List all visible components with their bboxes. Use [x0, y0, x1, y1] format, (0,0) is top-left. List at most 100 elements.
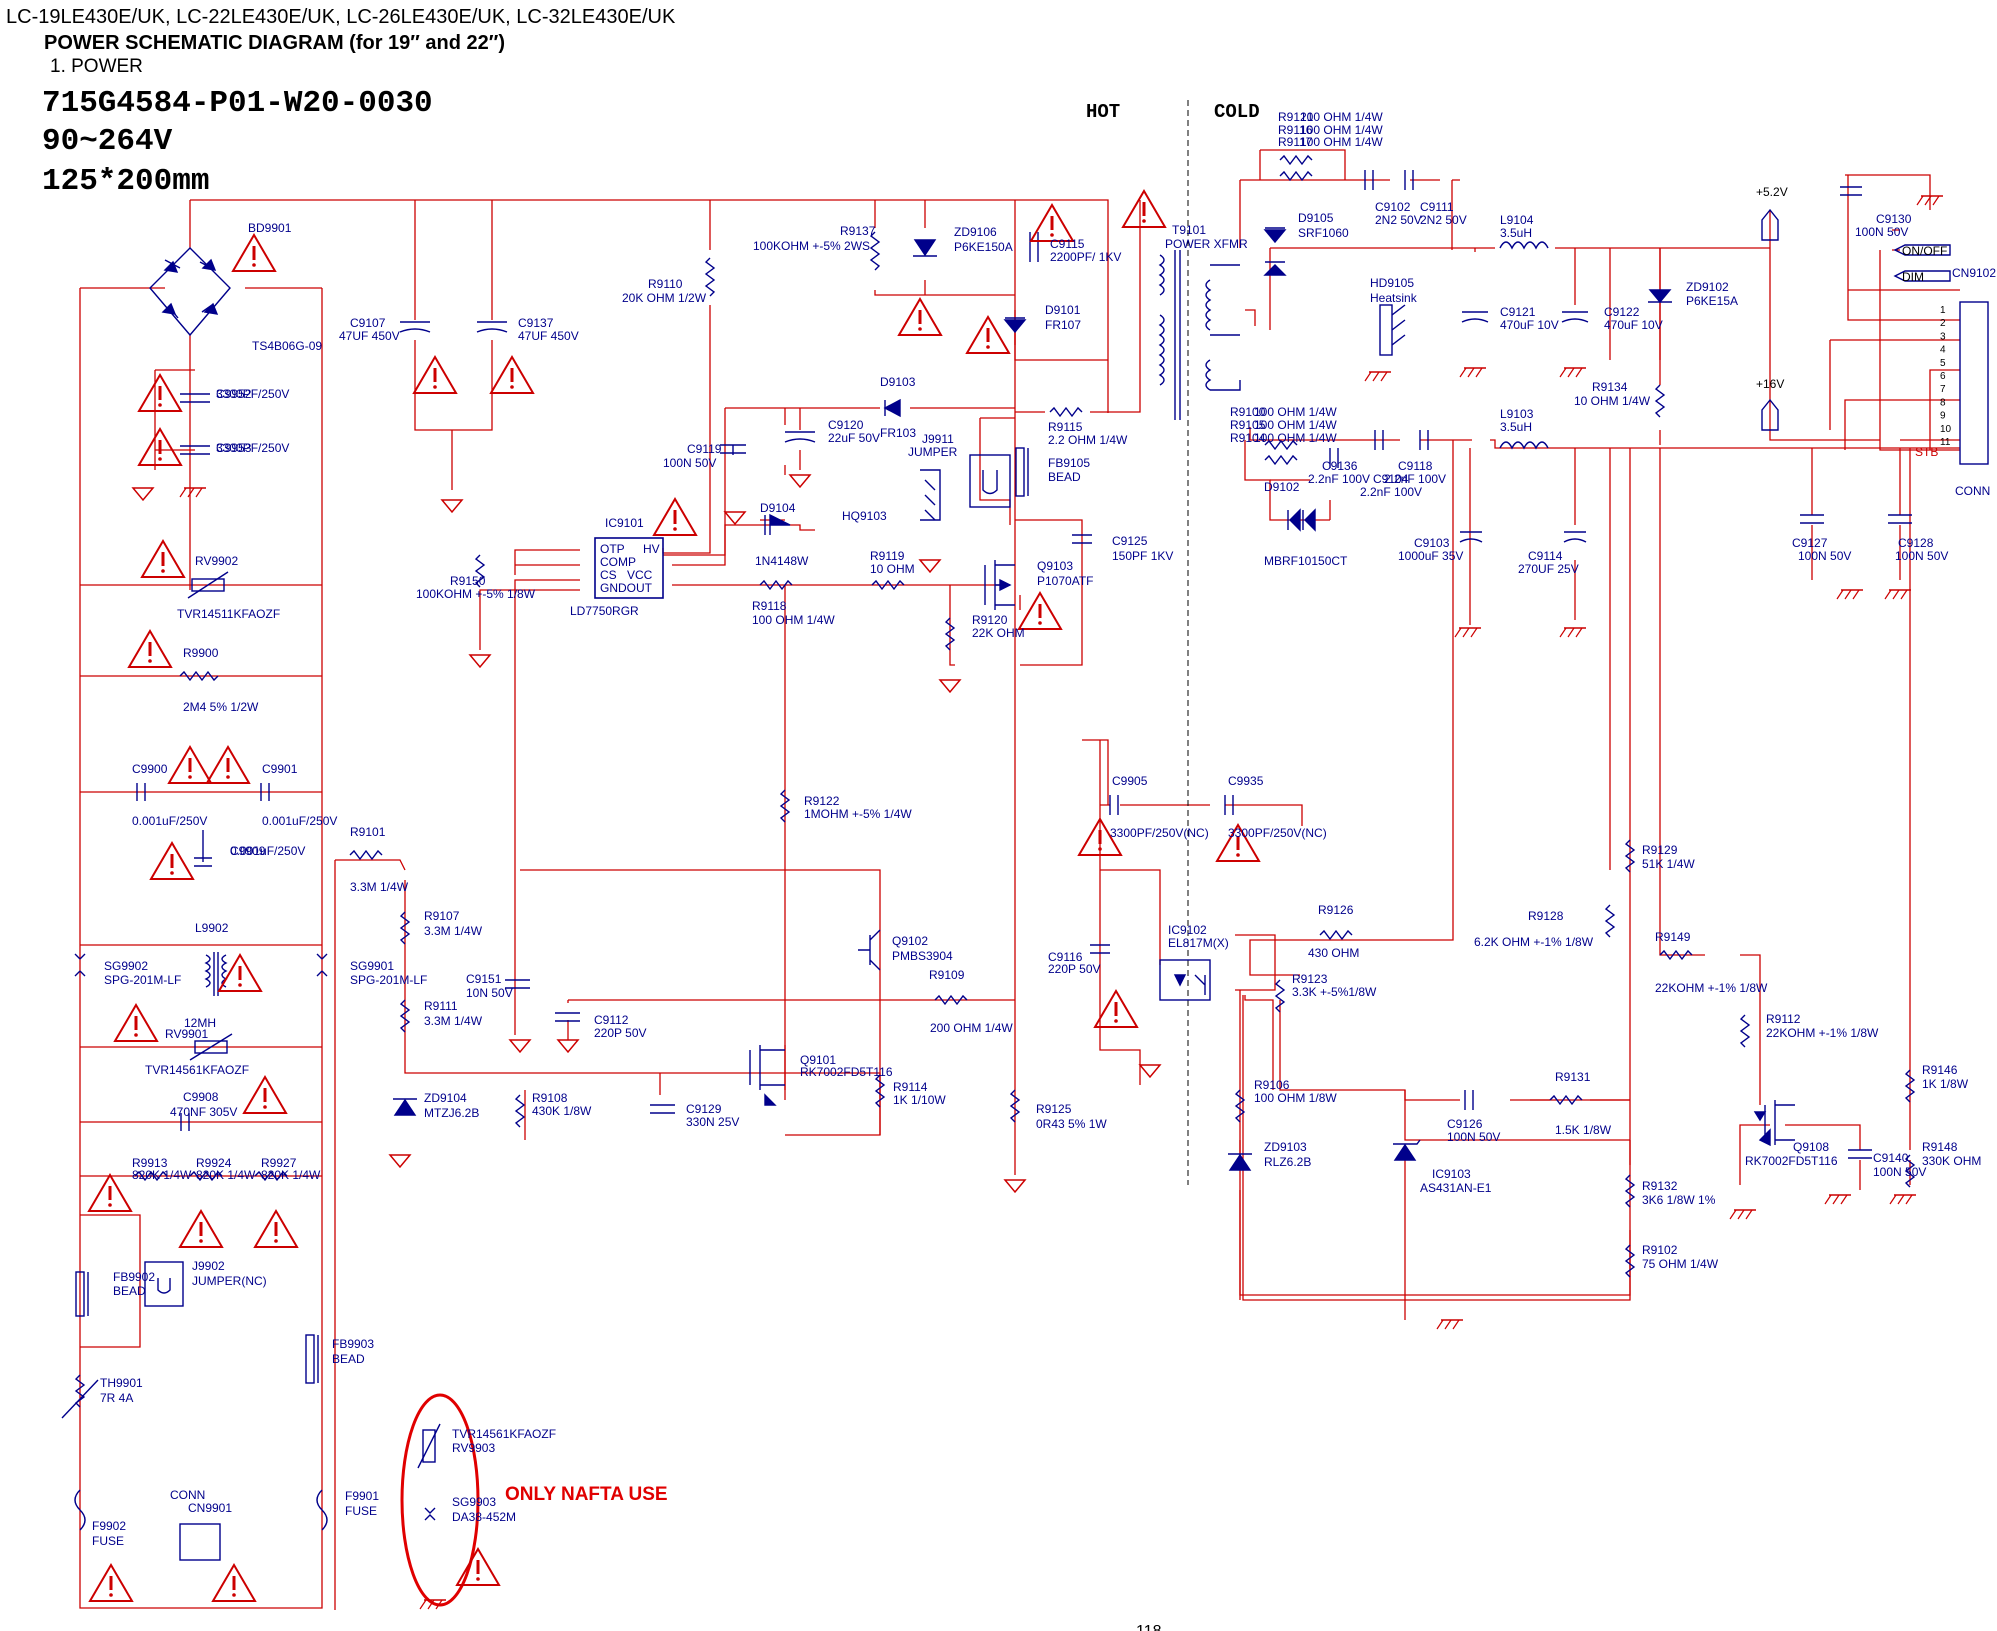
r9109-value: 200 OHM 1/4W [930, 1021, 1013, 1035]
cn9102-pin-9: 9 [1940, 411, 1946, 422]
r9122-value: 1MOHM +-5% 1/4W [804, 807, 912, 821]
c9128-ref: C9128 [1898, 536, 1934, 550]
d9103-value: FR103 [880, 426, 916, 440]
c9130-ref: C9130 [1876, 212, 1912, 226]
r9116-value: 100 OHM 1/4W [1300, 123, 1383, 137]
r9119-ref: R9119 [870, 549, 905, 563]
c9935-ref: C9935 [1228, 774, 1264, 788]
r9125-ref: R9125 [1036, 1102, 1072, 1116]
c9908-ref: C9908 [183, 1090, 219, 1104]
c9909-ref: C9909 [230, 844, 266, 858]
r9126-value: 430 OHM [1308, 946, 1359, 960]
r9123-value: 3.3K +-5%1/8W [1292, 985, 1377, 999]
q9101-value: RK7002FD5T116 [800, 1065, 893, 1079]
c9935-value: 3300PF/250V(NC) [1228, 826, 1327, 840]
hot-label: HOT [1086, 101, 1120, 123]
q9108-ref: Q9108 [1793, 1140, 1829, 1154]
r9146-ref: R9146 [1922, 1063, 1958, 1077]
cn9102-pin-7: 7 [1940, 384, 1946, 395]
c9900-value: 0.001uF/250V [132, 814, 207, 828]
d9104-ref: D9104 [760, 501, 796, 515]
r9117-ref: R9117 [1278, 135, 1313, 149]
page-number: 118 [1136, 1623, 1162, 1631]
c9112-ref: C9112 [594, 1013, 629, 1027]
ic9101-ref: IC9101 [605, 516, 644, 530]
cn9102-pin-3: 3 [1940, 331, 1946, 342]
cn9102-pin-10: 10 [1940, 424, 1952, 435]
r9109-ref: R9109 [929, 968, 965, 982]
c9116-value: 220P 50V [1048, 962, 1101, 976]
r9128-value: 6.2K OHM +-1% 1/8W [1474, 935, 1594, 949]
d9104-value: 1N4148W [755, 554, 809, 568]
signal-dim: DIM [1902, 270, 1924, 284]
r9101-ref: R9101 [350, 825, 386, 839]
hq9103-ref: HQ9103 [842, 509, 887, 523]
c9116-ref: C9116 [1048, 950, 1083, 964]
fb9903-value: BEAD [332, 1352, 365, 1366]
input-voltage: 90~264V [42, 124, 173, 159]
d9105-value: SRF1060 [1298, 226, 1349, 240]
c9128-value: 100N 50V [1895, 549, 1948, 563]
r9105-ref: R9105 [1230, 418, 1266, 432]
r9116-ref: R9116 [1278, 123, 1313, 137]
th9901-value: 7R 4A [100, 1391, 133, 1405]
r9149-ref: R9149 [1655, 930, 1691, 944]
c9122-value: 470uF 10V [1604, 318, 1663, 332]
fb9105-value: BEAD [1048, 470, 1081, 484]
zd9104-value: MTZJ6.2B [424, 1106, 479, 1120]
t9101-ref: T9101 [1172, 223, 1206, 237]
c9121-value: 470uF 10V [1500, 318, 1559, 332]
r9146-value: 1K 1/8W [1922, 1077, 1969, 1091]
cn9901-value: CONN [170, 1488, 205, 1502]
r9148-value: 330K OHM [1922, 1154, 1981, 1168]
r9150-value: 100KOHM +-5% 1/8W [416, 587, 536, 601]
r9128-ref: R9128 [1528, 909, 1564, 923]
c9104-ref: C9104 [1373, 472, 1409, 486]
r9118-value: 100 OHM 1/4W [752, 613, 835, 627]
r9112-ref: R9112 [1766, 1012, 1801, 1026]
r9100-ref: R9100 [1230, 405, 1266, 419]
r9134-value: 10 OHM 1/4W [1574, 394, 1651, 408]
r9149-value: 22KOHM +-1% 1/8W [1655, 981, 1768, 995]
bd9901-ref: BD9901 [248, 221, 292, 235]
nafta-circle [400, 1393, 480, 1607]
c9112-value: 220P 50V [594, 1026, 647, 1040]
r9111-ref: R9111 [424, 999, 458, 1013]
cn9102-pin-1: 1 [1940, 305, 1946, 316]
c9953-ref: C9953 [216, 441, 252, 455]
f9902-value: FUSE [92, 1534, 124, 1548]
c9137-value: 47UF 450V [518, 329, 579, 343]
ic9101-pin-hv: HV [643, 542, 660, 556]
r9108-value: 430K 1/8W [532, 1104, 592, 1118]
c9125-value: 150PF 1KV [1112, 549, 1173, 563]
r9131-value: 1.5K 1/8W [1555, 1123, 1612, 1137]
r9125-value: 0R43 5% 1W [1036, 1117, 1107, 1131]
c9126-ref: C9126 [1447, 1117, 1483, 1131]
cn9102-pin-2: 2 [1940, 318, 1946, 329]
c9114-value: 270UF 25V [1518, 562, 1579, 576]
fb9105-ref: FB9105 [1048, 456, 1090, 470]
c9103-value: 1000uF 35V [1398, 549, 1463, 563]
r9112-value: 22KOHM +-1% 1/8W [1766, 1026, 1879, 1040]
zd9103-ref: ZD9103 [1264, 1140, 1307, 1154]
r9121-value: 100 OHM 1/4W [1300, 110, 1383, 124]
nafta-label: ONLY NAFTA USE [505, 1484, 668, 1505]
r9120-ref: R9120 [972, 613, 1008, 627]
page-title: POWER SCHEMATIC DIAGRAM (for 19″ and 22″… [44, 32, 506, 54]
zd9104-ref: ZD9104 [424, 1091, 467, 1105]
rail-5v2: +5.2V [1756, 185, 1788, 199]
r9121-ref: R9121 [1278, 110, 1314, 124]
zd9106-ref: ZD9106 [954, 225, 997, 239]
c9107-value: 47UF 450V [339, 329, 400, 343]
zd9102-value: P6KE15A [1686, 294, 1738, 308]
c9127-value: 100N 50V [1798, 549, 1851, 563]
c9905-ref: C9905 [1112, 774, 1148, 788]
sg9902-value: SPG-201M-LF [104, 973, 181, 987]
c9151-value: 10N 50V [466, 986, 513, 1000]
q9102-ref: Q9102 [892, 934, 928, 948]
cn9102-pin-8: 8 [1940, 397, 1946, 408]
cn9102-pin-5: 5 [1940, 358, 1946, 369]
sg9902-ref: SG9902 [104, 959, 148, 973]
component-symbols [61, 154, 1989, 1561]
c9129-ref: C9129 [686, 1102, 722, 1116]
